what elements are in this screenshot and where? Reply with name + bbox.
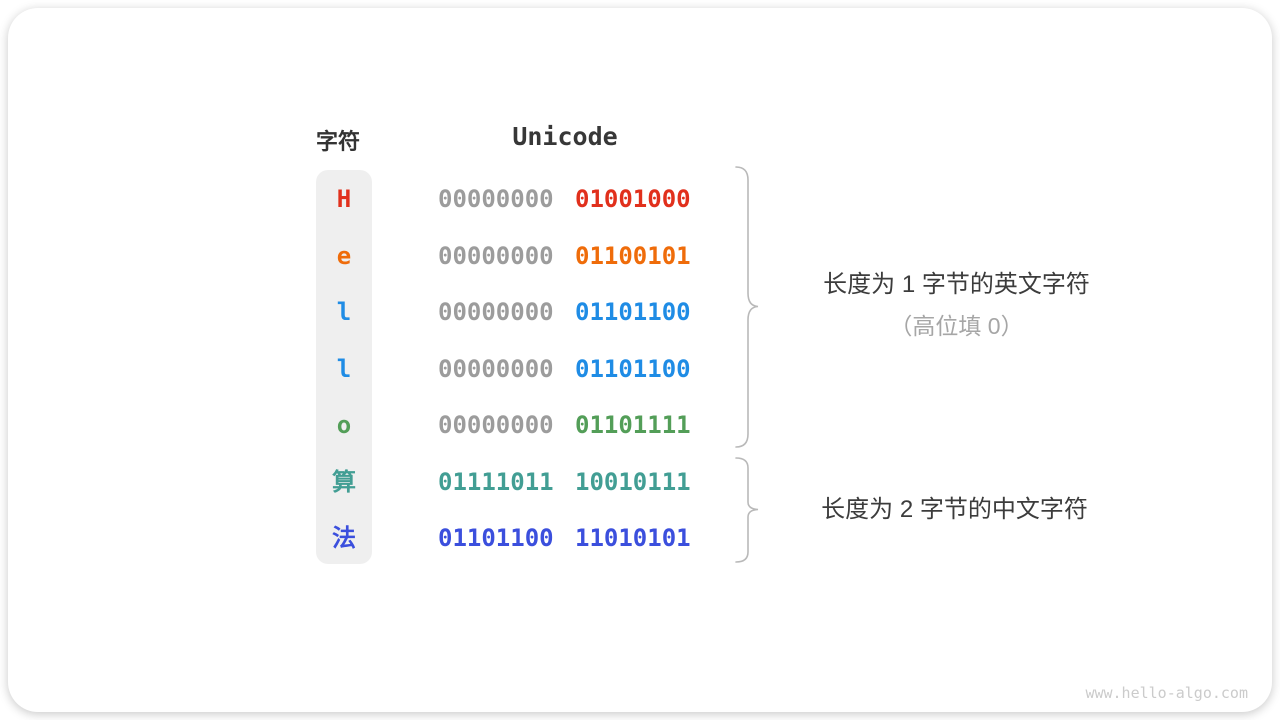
byte-high: 00000000 [438,185,554,213]
byte-low: 01101100 [575,298,691,326]
byte-high: 00000000 [438,354,554,383]
watermark-url: www.hello-algo.com [1085,684,1248,702]
byte-low: 01101100 [575,354,691,383]
byte-high: 01111011 [438,467,554,496]
byte-low: 01001000 [575,185,691,213]
byte-low: 10010111 [575,467,691,496]
byte-high: 00000000 [438,298,554,326]
char-cell: H [336,185,352,213]
annotation-english-line1: 长度为 1 字节的英文字符 [823,271,1090,298]
char-cell: l [336,354,352,383]
byte-low: 11010101 [575,524,691,552]
brace-english-group [735,166,759,448]
column-header-char: 字符 [315,129,360,154]
char-cell: 法 [332,524,356,552]
char-cell: e [336,241,352,270]
byte-high: 00000000 [438,411,554,439]
byte-high: 00000000 [438,241,554,270]
char-cell: o [336,411,352,439]
annotation-english: 长度为 1 字节的英文字符 （高位填 0） [769,271,1144,339]
byte-low: 01100101 [575,241,691,270]
column-header-unicode: Unicode [512,122,618,151]
byte-high: 01101100 [438,524,554,552]
char-column-background [316,170,372,564]
brace-chinese-group [735,457,759,563]
char-cell: l [336,298,352,326]
annotation-chinese: 长度为 2 字节的中文字符 [767,496,1142,524]
annotation-chinese-line1: 长度为 2 字节的中文字符 [821,496,1088,523]
char-cell: 算 [332,467,356,496]
diagram-card: 字符 Unicode H 00000000 01001000 e 00000000 011… [8,8,1272,712]
byte-low: 01101111 [575,411,691,439]
annotation-english-line2: （高位填 0） [889,313,1024,339]
